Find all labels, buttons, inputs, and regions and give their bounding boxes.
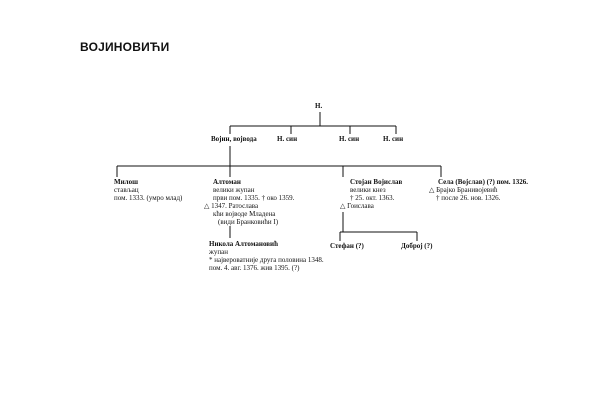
node-line: △ 1347. Ратослава: [204, 202, 259, 210]
node-line: пом. 1333. (умро млад): [114, 194, 183, 202]
node-line: △ Гоислава: [340, 202, 374, 210]
node-line: △ Брајко Бранивојевић: [429, 186, 498, 194]
node-son-3: Н. син: [383, 135, 404, 143]
node-line: стављац: [114, 186, 139, 194]
node-name: Милош: [114, 178, 138, 186]
node-name: Алтоман: [213, 178, 241, 186]
node-root: Н.: [315, 102, 323, 110]
node-son-2: Н. син: [339, 135, 360, 143]
node-vojin: Војин, војвода: [211, 135, 257, 143]
node-son-1: Н. син: [277, 135, 298, 143]
node-name: Села (Војслав) (?) пом. 1326.: [438, 178, 528, 186]
node-line: велики кнез: [350, 186, 386, 194]
node-line: (види Бранковићи I): [218, 218, 279, 226]
node-line: † 25. окт. 1363.: [350, 194, 395, 202]
node-line: жупан: [209, 248, 228, 256]
node-line: † после 26. нов. 1326.: [436, 194, 501, 202]
node-dobroj: Доброј (?): [401, 242, 433, 250]
node-name: Никола Алтомановић: [209, 240, 278, 248]
node-line: велики жупан: [213, 186, 255, 194]
node-line: пом. 4. авг. 1376. жив 1395. (?): [209, 264, 300, 272]
node-line: кћи војводе Младена: [213, 210, 276, 218]
node-line: први пом. 1335. † око 1359.: [213, 194, 295, 202]
node-stefan: Стефан (?): [330, 242, 364, 250]
page-title: ВОЈИНОВИЋИ: [80, 40, 170, 54]
node-name: Стојан Војислав: [350, 178, 403, 186]
node-line: * највероватније друга половина 1348.: [209, 256, 324, 264]
